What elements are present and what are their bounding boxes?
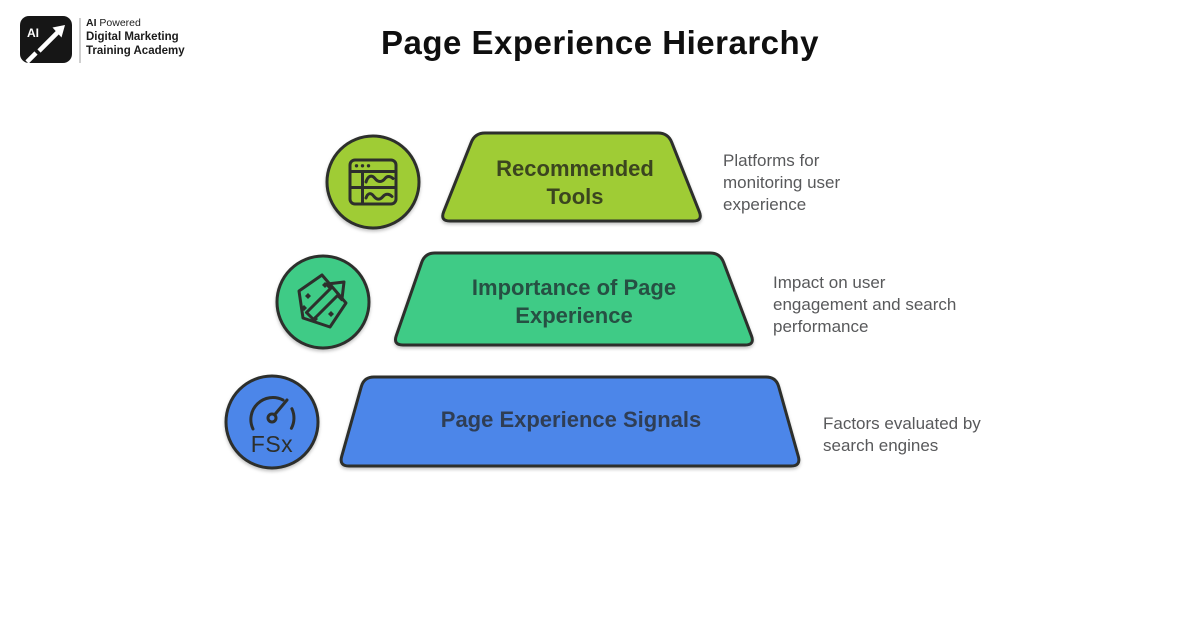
level-label-recommended-tools: Recommended Tools: [496, 155, 654, 209]
logo-tagline-prefix: AI: [86, 17, 97, 29]
speedometer-icon: FSx: [224, 374, 320, 470]
icon-circle-background: [275, 254, 371, 350]
trapezoid-shape: [441, 131, 702, 223]
logo-badge: AI: [20, 16, 81, 64]
trapezoid-importance-of-page-experience: [393, 251, 754, 347]
analytics-browser-icon: [325, 134, 421, 230]
trapezoid-page-experience-signals: [339, 375, 801, 468]
level-label-importance-of-page-experience: Importance of Page Experience: [471, 274, 677, 328]
logo-tagline: AI Powered: [86, 17, 185, 30]
logo-badge-label: AI: [27, 26, 39, 40]
trapezoid-shape: [393, 251, 754, 347]
description-page-experience-signals: Factors evaluated by search engines: [823, 414, 981, 455]
level-label-page-experience-signals: Page Experience Signals: [440, 406, 702, 432]
logo-brand-line1: Digital Marketing: [86, 31, 179, 43]
description-recommended-tools: Platforms for monitoring user experience: [723, 151, 841, 214]
rising-arrow-icon: [25, 25, 65, 64]
growth-arrow-icon: [275, 254, 371, 350]
logo-wordmark: AI Powered Digital Marketing Training Ac…: [86, 17, 185, 58]
trapezoid-recommended-tools: [441, 131, 702, 223]
icon-circle-background: [325, 134, 421, 230]
gauge-label: FSx: [251, 431, 293, 457]
logo-brand-line2: Training Academy: [86, 45, 185, 57]
description-importance-of-page-experience: Impact on user engagement and search per…: [773, 273, 957, 336]
logo-tagline-rest: Powered: [96, 17, 141, 29]
page-title: Page Experience Hierarchy: [380, 24, 820, 61]
trapezoid-shape: [339, 375, 801, 468]
